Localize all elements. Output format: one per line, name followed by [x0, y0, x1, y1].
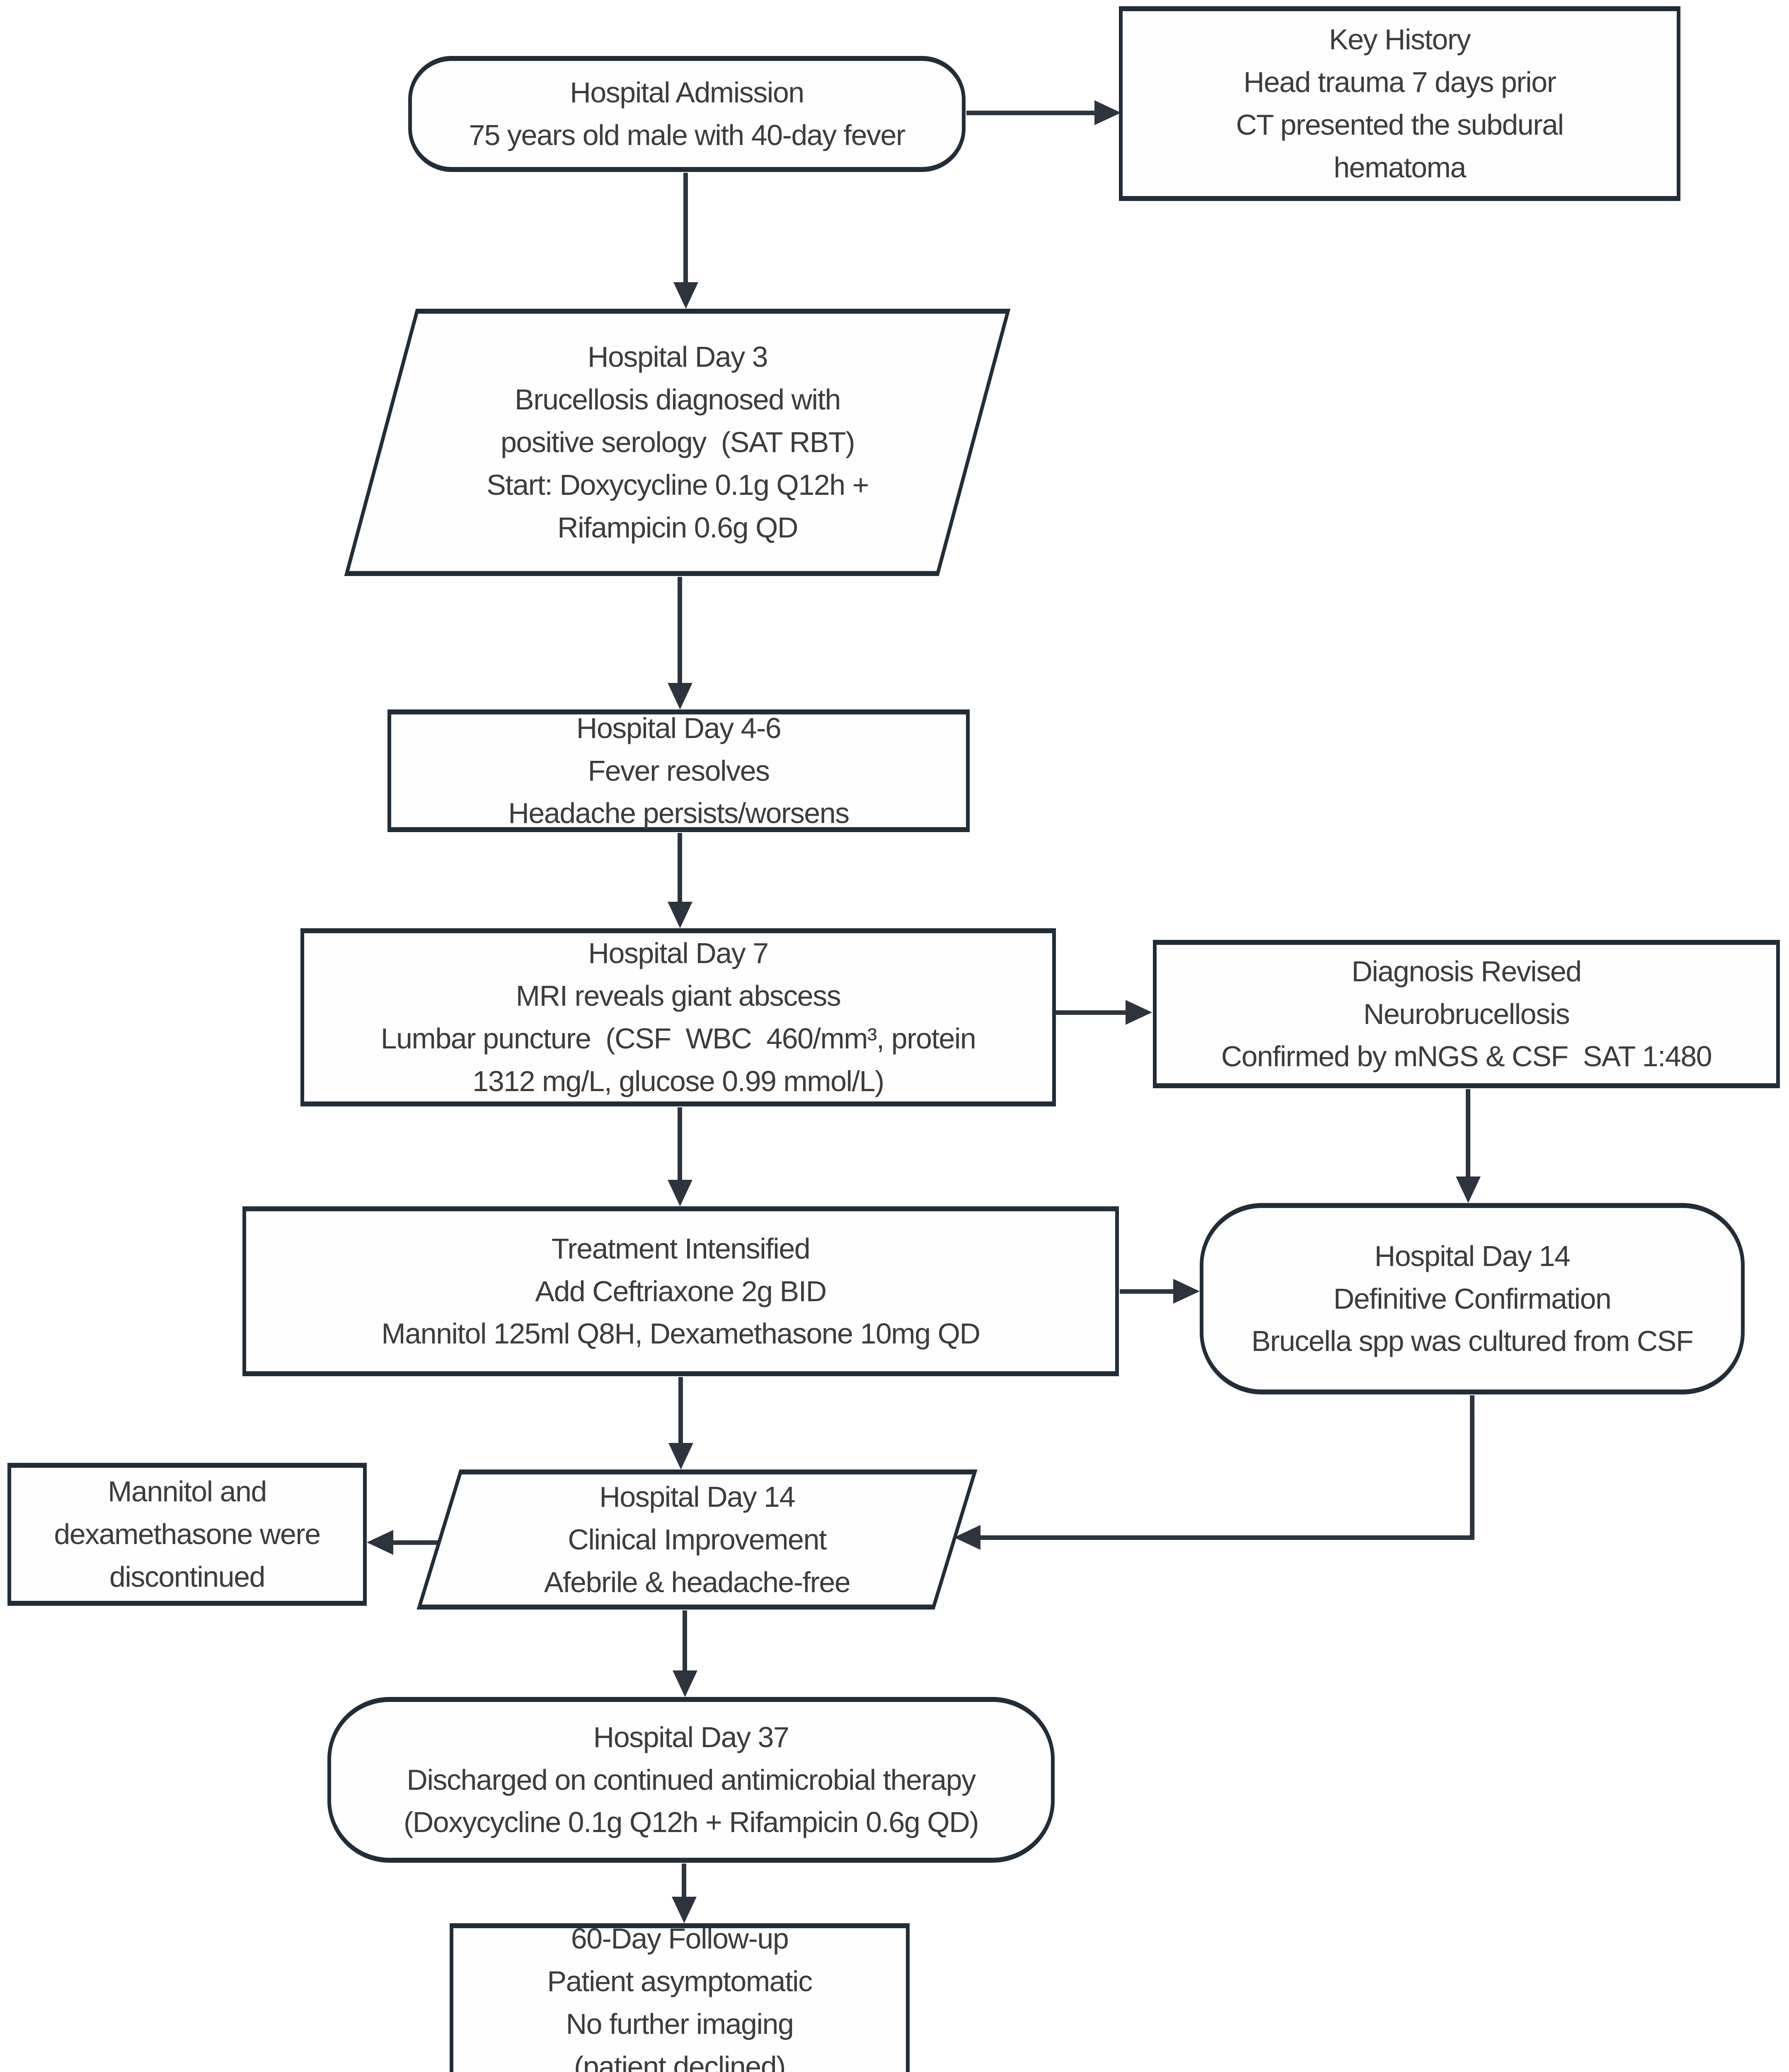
arrowhead-right-icon: [1173, 1279, 1200, 1304]
arrowhead-down-icon: [668, 1180, 692, 1206]
connector-admission-keyhistory-line: [966, 111, 1094, 115]
node-mannitol-discontinued: Mannitol and dexamethasone were disconti…: [7, 1463, 367, 1606]
arrowhead-left-icon: [367, 1530, 393, 1555]
arrowhead-down-icon: [673, 282, 698, 309]
connector-improvement-day37-line: [683, 1610, 687, 1670]
node-hospital-day7: Hospital Day 7 MRI reveals giant abscess…: [300, 928, 1056, 1106]
node-hospital-day37-label: Hospital Day 37 Discharged on continued …: [403, 1721, 979, 1839]
node-hospital-day3-label: Hospital Day 3 Brucellosis diagnosed wit…: [486, 341, 869, 544]
node-60day-followup: 60-Day Follow-up Patient asymptomatic No…: [450, 1922, 910, 2072]
node-hospital-day14-improvement-label: Hospital Day 14 Clinical Improvement Afe…: [544, 1480, 850, 1598]
connector-day7-treatment-line: [678, 1107, 682, 1180]
node-60day-followup-label: 60-Day Follow-up Patient asymptomatic No…: [547, 1922, 813, 2072]
connector-treatment-confirmation-line: [1120, 1289, 1173, 1294]
node-diagnosis-revised-label: Diagnosis Revised Neurobrucellosis Confi…: [1221, 955, 1712, 1073]
connector-day46-day7-line: [678, 833, 682, 902]
arrowhead-down-icon: [672, 1897, 697, 1923]
arrowhead-right-icon: [1094, 100, 1121, 125]
arrowhead-right-icon: [1126, 1000, 1152, 1025]
node-treatment-intensified-label: Treatment Intensified Add Ceftriaxone 2g…: [381, 1232, 980, 1350]
node-hospital-day14-confirmation-label: Hospital Day 14 Definitive Confirmation …: [1251, 1239, 1694, 1358]
arrowhead-down-icon: [668, 1443, 693, 1469]
node-hospital-day4-6-label: Hospital Day 4-6 Fever resolves Headache…: [508, 712, 850, 830]
node-hospital-admission-label: Hospital Admission 75 years old male wit…: [469, 76, 905, 151]
connector-day7-diagnosis-line: [1055, 1010, 1126, 1015]
node-hospital-day37: Hospital Day 37 Discharged on continued …: [327, 1697, 1055, 1863]
node-diagnosis-revised: Diagnosis Revised Neurobrucellosis Confi…: [1153, 940, 1780, 1088]
node-hospital-day14-improvement: Hospital Day 14 Clinical Improvement Afe…: [416, 1469, 978, 1610]
arrowhead-down-icon: [673, 1670, 697, 1697]
connector-confirmation-improvement-vline: [1470, 1395, 1474, 1540]
node-treatment-intensified: Treatment Intensified Add Ceftriaxone 2g…: [242, 1206, 1119, 1376]
connector-confirmation-improvement-hline: [980, 1535, 1474, 1540]
node-hospital-day14-confirmation: Hospital Day 14 Definitive Confirmation …: [1200, 1203, 1745, 1394]
arrowhead-down-icon: [668, 902, 692, 928]
node-hospital-admission: Hospital Admission 75 years old male wit…: [408, 56, 966, 172]
connector-improvement-discontinued-line: [393, 1540, 441, 1545]
connector-admission-day3-line: [683, 173, 688, 282]
node-hospital-day4-6: Hospital Day 4-6 Fever resolves Headache…: [387, 709, 970, 832]
connector-treatment-improvement-line: [678, 1377, 683, 1443]
node-hospital-day7-label: Hospital Day 7 MRI reveals giant abscess…: [380, 937, 976, 1097]
node-mannitol-discontinued-label: Mannitol and dexamethasone were disconti…: [54, 1475, 321, 1593]
connector-day3-day46-line: [678, 577, 682, 683]
arrowhead-down-icon: [1456, 1176, 1481, 1203]
node-key-history: Key History Head trauma 7 days prior CT …: [1119, 6, 1680, 201]
node-hospital-day3: Hospital Day 3 Brucellosis diagnosed wit…: [344, 309, 1011, 576]
arrowhead-down-icon: [668, 683, 692, 709]
node-key-history-label: Key History Head trauma 7 days prior CT …: [1236, 23, 1564, 184]
connector-diagnosis-confirmation-line: [1466, 1089, 1470, 1176]
connector-day37-followup-line: [682, 1864, 686, 1897]
